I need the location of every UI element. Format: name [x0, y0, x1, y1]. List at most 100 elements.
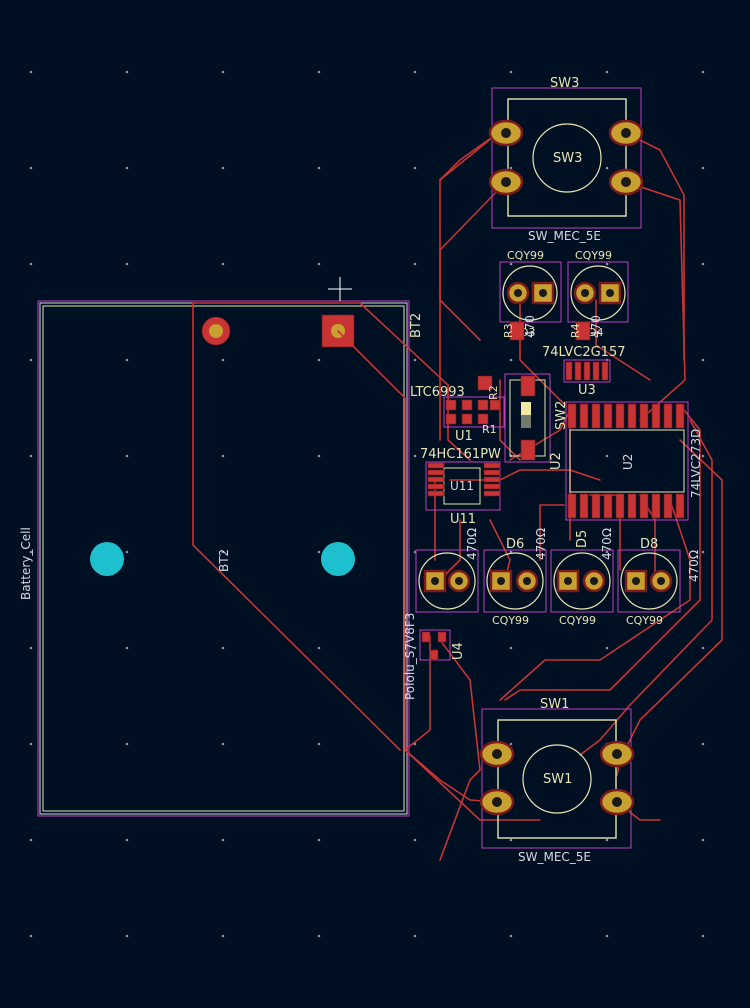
- grid-dot: [221, 454, 225, 458]
- grid-dot: [605, 550, 609, 554]
- resistor-r3[interactable]: R3 470: [502, 315, 537, 341]
- led-d8-value: CQY99: [626, 614, 663, 627]
- grid-dot: [125, 934, 129, 938]
- r4-value: 470: [589, 315, 603, 338]
- grid-dot: [701, 934, 705, 938]
- sw1-actuator: [522, 744, 592, 814]
- grid-dot: [413, 934, 417, 938]
- grid-dot: [125, 262, 129, 266]
- grid-dot: [509, 838, 513, 842]
- sw3-courtyard: [491, 87, 642, 229]
- u3-footprint[interactable]: 74LVC2G157 U3: [542, 345, 625, 398]
- grid-dot: [701, 166, 705, 170]
- grid-dot: [605, 70, 609, 74]
- grid-dot: [29, 262, 33, 266]
- grid-dot: [605, 262, 609, 266]
- led-d3-value: CQY99: [507, 249, 544, 262]
- sw3-footprint[interactable]: SW3 SW3 SW_MEC_5E: [488, 76, 644, 243]
- grid-dot: [605, 838, 609, 842]
- grid-dot: [29, 934, 33, 938]
- led-d4-footprint[interactable]: CQY99 D4: [567, 249, 629, 339]
- u4-footprint[interactable]: U4 Pololu_S7V8F3: [403, 613, 466, 700]
- sw3-ref: SW3: [550, 76, 579, 91]
- grid-dot: [29, 358, 33, 362]
- u1-footprint[interactable]: LTC6993 U1 R1 R2: [410, 375, 505, 444]
- grid-dot: [701, 454, 705, 458]
- mount-hole-left: [90, 542, 124, 576]
- grid-dot: [125, 550, 129, 554]
- u2-value: 74LVC273D: [689, 429, 703, 498]
- led-d8-footprint[interactable]: D8 CQY99 470Ω: [617, 537, 701, 627]
- r-470-2: 470Ω: [534, 528, 548, 560]
- grid-dot: [317, 934, 321, 938]
- bt2-pad-2[interactable]: [201, 316, 231, 346]
- resistor-r4[interactable]: R4 470: [569, 315, 603, 341]
- u2-top-pads[interactable]: [567, 403, 685, 429]
- grid-dot: [509, 166, 513, 170]
- grid-dot: [125, 454, 129, 458]
- sw2-ref: SW2: [554, 401, 569, 430]
- grid-dot: [413, 70, 417, 74]
- grid-dots: [29, 70, 705, 938]
- u4-value: Pololu_S7V8F3: [403, 613, 417, 700]
- sw1-pads[interactable]: [479, 740, 635, 816]
- grid-dot: [509, 358, 513, 362]
- grid-dot: [221, 262, 225, 266]
- u1-value: LTC6993: [410, 385, 465, 400]
- grid-dot: [701, 742, 705, 746]
- led-d5-value: CQY99: [559, 614, 596, 627]
- r4-ref: R4: [569, 323, 582, 338]
- u11-ref: U11: [450, 512, 476, 527]
- sw1-fab-ref: SW1: [543, 772, 572, 787]
- grid-dot: [29, 838, 33, 842]
- grid-dot: [221, 358, 225, 362]
- grid-dot: [317, 550, 321, 554]
- sw3-pads[interactable]: [488, 119, 644, 196]
- bt2-fab-ref: BT2: [217, 549, 231, 572]
- grid-dot: [701, 646, 705, 650]
- grid-dot: [605, 454, 609, 458]
- sw3-silk-outline: [507, 98, 627, 217]
- grid-dot: [125, 646, 129, 650]
- grid-dot: [701, 838, 705, 842]
- grid-dot: [125, 742, 129, 746]
- r3-ref: R3: [502, 323, 515, 338]
- grid-dot: [701, 358, 705, 362]
- grid-dot: [125, 166, 129, 170]
- led-bottom-1[interactable]: 470Ω: [415, 528, 479, 613]
- grid-dot: [317, 838, 321, 842]
- mount-hole-right: [321, 542, 355, 576]
- led-d6-footprint[interactable]: D6 CQY99 470Ω: [483, 528, 548, 627]
- grid-dot: [413, 454, 417, 458]
- bt2-footprint[interactable]: Battery_Cell BT2 BT2: [19, 300, 424, 817]
- grid-dot: [125, 358, 129, 362]
- grid-dot: [413, 358, 417, 362]
- u2-bottom-pads[interactable]: [567, 493, 685, 519]
- sw3-value: SW_MEC_5E: [528, 229, 601, 243]
- sw1-value: SW_MEC_5E: [518, 850, 591, 864]
- u2-footprint[interactable]: U2 U2 74LVC273D: [549, 401, 703, 521]
- sw2-footprint[interactable]: SW2: [504, 373, 569, 463]
- grid-dot: [701, 70, 705, 74]
- led-d3-footprint[interactable]: CQY99 D3: [499, 249, 562, 339]
- grid-dot: [221, 166, 225, 170]
- led-d5-footprint[interactable]: D5 CQY99 470Ω: [550, 528, 614, 627]
- grid-dot: [509, 70, 513, 74]
- grid-dot: [317, 166, 321, 170]
- sw1-silk-outline: [497, 719, 617, 839]
- u11-footprint[interactable]: 74HC161PW U11 U11: [420, 447, 501, 527]
- grid-dot: [29, 454, 33, 458]
- grid-dot: [221, 646, 225, 650]
- grid-dot: [317, 646, 321, 650]
- sw3-fab-ref: SW3: [553, 151, 582, 166]
- u2-ref: U2: [549, 452, 564, 470]
- sw3-actuator: [532, 123, 602, 193]
- r-470-4: 470Ω: [687, 550, 701, 582]
- grid-dot: [317, 454, 321, 458]
- grid-dot: [317, 742, 321, 746]
- grid-dot: [701, 550, 705, 554]
- led-d8-ref: D8: [640, 537, 658, 552]
- sw1-footprint[interactable]: SW1 SW1 SW_MEC_5E: [479, 697, 635, 864]
